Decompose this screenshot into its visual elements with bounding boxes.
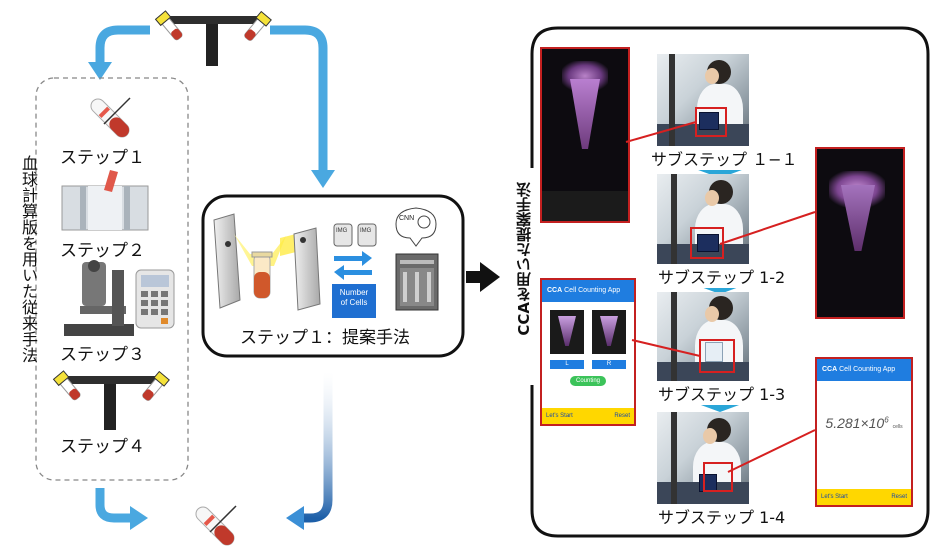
img-tag-1: IMG (336, 228, 348, 234)
arrow-top-right (270, 25, 335, 188)
cnn-label: CNN (399, 215, 415, 222)
lab-photo-substep-1-1 (657, 54, 749, 146)
blood-tube-bottom-icon (195, 505, 237, 546)
arrow-to-cca (466, 262, 500, 292)
cca-method-frame (530, 26, 930, 538)
cca-app-screen-capture: CCA Cell Counting App L R Counting Let's… (540, 278, 636, 426)
substep-1-4-label: サブステップ 1-4 (656, 504, 788, 528)
app-result-title: Cell Counting App (839, 366, 896, 373)
cell-count-exponent: 6 (884, 415, 889, 425)
cell-count-result: 5.281×106 cells (817, 415, 911, 431)
cnn-server-icon (395, 253, 439, 311)
number-of-cells-label: Number of Cells (332, 288, 376, 308)
exchange-arrows-icon (334, 251, 372, 280)
microscope-calculator-icon (64, 260, 175, 336)
substep-1-3-label: サブステップ 1-3 (656, 381, 788, 405)
app-start-link[interactable]: Let's Start (546, 413, 573, 419)
substep-1-1-label: サブステップ １−１ (649, 146, 800, 170)
cca-app-result-screen: CCA Cell Counting App 5.281×106 cells Le… (815, 357, 913, 507)
cell-count-unit: cells (892, 424, 903, 430)
img-tag-2: IMG (360, 228, 372, 234)
app-brand: CCA (547, 287, 563, 294)
app-footer: Let's Start Reset (542, 408, 634, 424)
substep-1-2-label: サブステップ 1-2 (656, 264, 788, 288)
hemocytometer-icon (61, 170, 149, 231)
app-reset-link[interactable]: Reset (614, 413, 630, 419)
app-preview-left (550, 310, 584, 354)
app-right-button[interactable]: R (592, 360, 626, 369)
light-cone (234, 234, 286, 266)
arrow-top-left (88, 25, 150, 80)
lab-photo-substep-1-3 (657, 292, 749, 384)
app-counting-button[interactable]: Counting (570, 376, 606, 386)
tube-camera-image-2 (815, 147, 905, 319)
app-result-title-bar: CCA Cell Counting App (817, 359, 911, 381)
proposed-method-illustration (213, 207, 439, 318)
number-of-cells-line2: of Cells (340, 298, 368, 307)
lab-photo-substep-1-4 (657, 412, 749, 504)
step-2-label: ステップ２ (60, 241, 145, 261)
lab-photo-substep-1-2 (657, 174, 749, 266)
arrow-bottom-left (95, 488, 148, 530)
proposed-step-caption: ステップ１：提案手法 (240, 328, 410, 348)
phone-right-icon (293, 227, 321, 311)
app-result-footer: Let's Start Reset (817, 489, 911, 505)
arrow-bottom-right (286, 372, 333, 530)
tube-camera-image-1 (540, 47, 630, 223)
step-4-label: ステップ４ (60, 437, 145, 457)
step-3-label: ステップ３ (60, 345, 145, 365)
cca-title-background (512, 172, 538, 382)
app-title: Cell Counting App (564, 287, 621, 294)
image-cards-icon (333, 223, 377, 247)
cnn-bubble-icon (395, 207, 437, 247)
app-result-brand: CCA (822, 366, 838, 373)
blood-tube-icon (90, 97, 131, 138)
app-left-button[interactable]: L (550, 360, 584, 369)
centrifuge-icon (52, 370, 170, 430)
highlight-box-1-4 (703, 462, 733, 492)
app-title-bar: CCA Cell Counting App (542, 280, 634, 302)
centrifuge-top-icon (154, 10, 272, 66)
app-preview-right (592, 310, 626, 354)
sample-tube-icon (251, 251, 273, 299)
conventional-method-frame (35, 77, 189, 481)
proposed-step-frame (201, 194, 465, 358)
phone-left-icon (213, 213, 241, 309)
conventional-method-title: 血球計算版を用いた従来手法 (19, 155, 38, 363)
step-1-label: ステップ１ (60, 148, 145, 168)
app-result-reset-link[interactable]: Reset (891, 494, 907, 500)
app-result-start-link[interactable]: Let's Start (821, 494, 848, 500)
number-of-cells-line1: Number (339, 288, 369, 297)
number-of-cells-box (332, 284, 376, 318)
cell-count-base: 5.281×10 (825, 415, 885, 431)
